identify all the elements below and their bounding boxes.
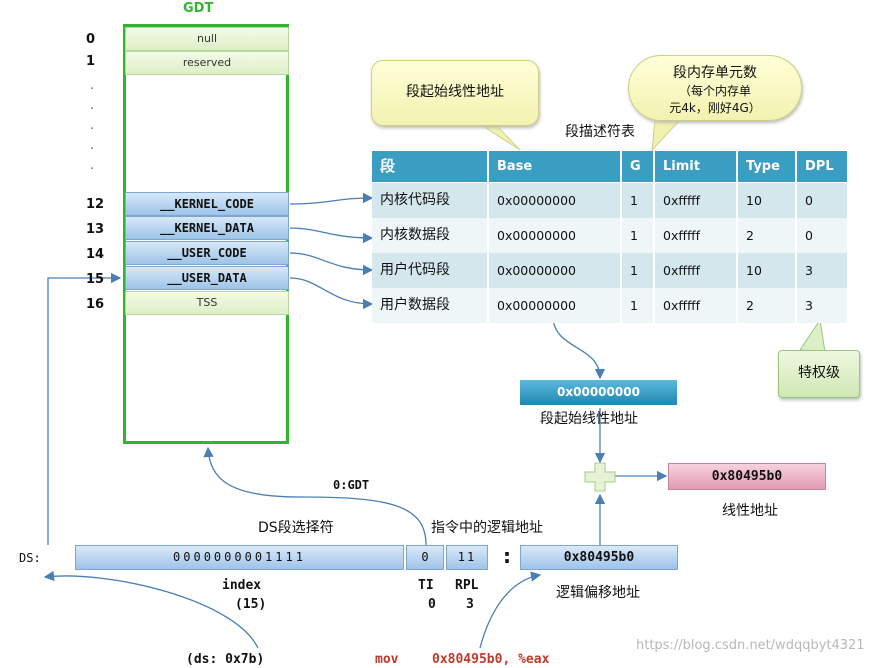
logical-address-label: 指令中的逻辑地址 (431, 520, 543, 536)
callout-units-note-2: 元4k，刚好4G） (669, 101, 761, 115)
instruction-operands: 0x80495b0, %eax (432, 652, 550, 667)
gdt-entry-reserved: reserved (125, 51, 289, 75)
table-cell-segment: 内核数据段 (372, 218, 487, 253)
callout-units-note-1: （每个内存单 (678, 84, 751, 98)
gdt-entry-user-code: __USER_CODE (125, 241, 289, 265)
arrow-user-data (289, 277, 374, 310)
gdt-index-12: 12 (86, 197, 105, 212)
segment-offset-separator: : (503, 544, 511, 568)
table-cell-segment: 内核代码段 (372, 183, 487, 218)
gdt-entry-kernel-code: __KERNEL_CODE (125, 192, 289, 216)
rpl-field-value: 3 (466, 597, 474, 612)
callout-segment-units: 段内存单元数 （每个内存单 元4k，刚好4G） (628, 55, 802, 121)
callout-units-title: 段内存单元数 (673, 65, 757, 81)
arrow-kernel-data (289, 227, 374, 244)
ti-gdt-arrow-label: 0:GDT (333, 478, 370, 492)
arrow-ti-to-gdt (203, 446, 427, 546)
selector-rpl-bits: 11 (446, 545, 488, 570)
callout-tail-privilege (799, 318, 826, 353)
table-cell-type: 10 (738, 183, 795, 218)
table-cell-g: 1 (622, 218, 653, 253)
gdt-entry-user-data: __USER_DATA (125, 266, 289, 290)
gdt-ellipsis-dot: . (90, 158, 95, 173)
logical-offset-value: 0x80495b0 (520, 545, 678, 570)
gdt-index-1: 1 (86, 54, 96, 69)
table-cell-type: 2 (738, 288, 795, 323)
table-header-type: Type (738, 151, 795, 182)
table-cell-base: 0x00000000 (489, 253, 620, 288)
table-cell-dpl: 3 (797, 288, 847, 323)
gdt-ellipsis-dot: . (90, 78, 95, 93)
base-address-label: 段起始线性地址 (540, 411, 638, 427)
arrow-kernel-code (289, 192, 374, 205)
gdt-index-16: 16 (86, 297, 105, 312)
ds-value-note: (ds: 0x7b) (186, 652, 265, 667)
table-cell-limit: 0xfffff (655, 218, 736, 253)
table-header-dpl: DPL (797, 151, 847, 182)
gdt-entry-tss: TSS (125, 291, 289, 315)
table-cell-segment: 用户数据段 (372, 288, 487, 323)
table-cell-base: 0x00000000 (489, 183, 620, 218)
logical-offset-label: 逻辑偏移地址 (556, 585, 640, 601)
table-cell-dpl: 0 (797, 183, 847, 218)
index-field-value: (15) (235, 597, 267, 612)
gdt-entry-kernel-data: __KERNEL_DATA (125, 216, 289, 240)
table-cell-type: 10 (738, 253, 795, 288)
table-header-g: G (622, 151, 653, 182)
selector-ti-bit: 0 (406, 545, 444, 570)
gdt-index-0: 0 (86, 32, 96, 47)
table-cell-g: 1 (622, 288, 653, 323)
callout-privilege-level: 特权级 (778, 350, 860, 398)
table-cell-segment: 用户代码段 (372, 253, 487, 288)
gdt-title: GDT (183, 1, 214, 16)
ds-selector-label: DS段选择符 (258, 520, 334, 536)
ti-field-label: TI (418, 578, 434, 593)
ds-register-label: DS: (19, 551, 41, 565)
gdt-ellipsis-dot: . (90, 118, 95, 133)
table-cell-dpl: 3 (797, 253, 847, 288)
table-header-base: Base (489, 151, 620, 182)
arrow-user-code (289, 252, 374, 276)
table-cell-limit: 0xfffff (655, 183, 736, 218)
table-cell-base: 0x00000000 (489, 288, 620, 323)
gdt-ellipsis-dot: . (90, 98, 95, 113)
table-cell-limit: 0xfffff (655, 288, 736, 323)
instruction-mnemonic: mov (375, 652, 399, 667)
gdt-index-14: 14 (86, 247, 105, 262)
index-field-label: index (222, 578, 262, 593)
linear-address-value: 0x80495b0 (668, 463, 826, 490)
callout-tail-base (478, 123, 521, 151)
arrow-base-down (552, 315, 606, 380)
watermark: https://blog.csdn.net/wdqqbyt4321 (636, 638, 865, 653)
base-address-value: 0x00000000 (520, 380, 677, 405)
table-cell-limit: 0xfffff (655, 253, 736, 288)
descriptor-table-title: 段描述符表 (565, 124, 635, 140)
table-cell-base: 0x00000000 (489, 218, 620, 253)
table-cell-dpl: 0 (797, 218, 847, 253)
table-cell-type: 2 (738, 218, 795, 253)
plus-icon (584, 462, 616, 492)
callout-tail-unit (651, 119, 682, 152)
gdt-index-15: 15 (86, 272, 105, 287)
arrow-index-to-gdt (47, 272, 122, 545)
ti-field-value: 0 (428, 597, 436, 612)
table-cell-g: 1 (622, 183, 653, 218)
callout-base-address: 段起始线性地址 (371, 60, 539, 126)
linear-address-label: 线性地址 (722, 503, 778, 519)
table-header-segment: 段 (372, 151, 487, 182)
gdt-entry-null: null (125, 27, 289, 51)
arrow-ds-value (43, 570, 259, 649)
rpl-field-label: RPL (455, 578, 479, 593)
selector-index-bits: 0000000001111 (75, 545, 404, 570)
arrow-mov-to-offset (479, 571, 542, 649)
table-header-limit: Limit (655, 151, 736, 182)
gdt-ellipsis-dot: . (90, 138, 95, 153)
gdt-index-13: 13 (86, 222, 105, 237)
table-cell-g: 1 (622, 253, 653, 288)
